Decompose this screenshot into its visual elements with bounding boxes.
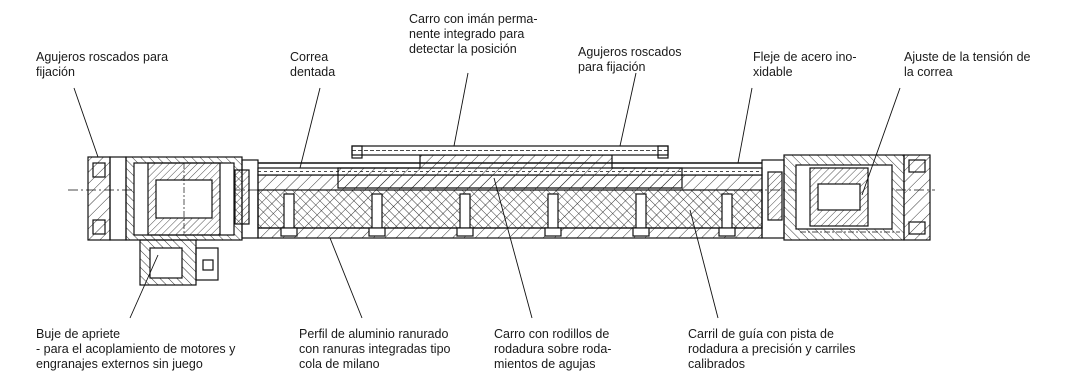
label-toothed-belt: Correa dentada xyxy=(290,50,336,79)
label-guide-rail: Carril de guía con pista de rodadura a p… xyxy=(688,327,856,371)
label-belt-tension: Ajuste de la tensión de la correa xyxy=(904,50,1031,79)
label-carriage-rollers: Carro con rodillos de rodadura sobre rod… xyxy=(494,327,612,371)
label-clamping-hub: Buje de apriete - para el acoplamiento d… xyxy=(36,327,236,371)
left-drive-housing xyxy=(87,156,259,241)
label-tapped-holes-left: Agujeros roscados para fijación xyxy=(36,50,169,79)
carriage xyxy=(337,145,683,189)
label-tapped-holes-right: Agujeros roscados para fijación xyxy=(578,45,682,74)
label-aluminium-profile: Perfil de aluminio ranurado con ranuras … xyxy=(299,327,451,371)
profile-screws xyxy=(280,193,736,237)
clamping-hub xyxy=(139,239,219,286)
right-tension-housing xyxy=(761,154,931,241)
label-carriage-magnet: Carro con imán perma- nente integrado pa… xyxy=(409,12,538,56)
leader-lines xyxy=(73,72,901,319)
label-steel-strip: Fleje de acero ino- xidable xyxy=(753,50,857,79)
